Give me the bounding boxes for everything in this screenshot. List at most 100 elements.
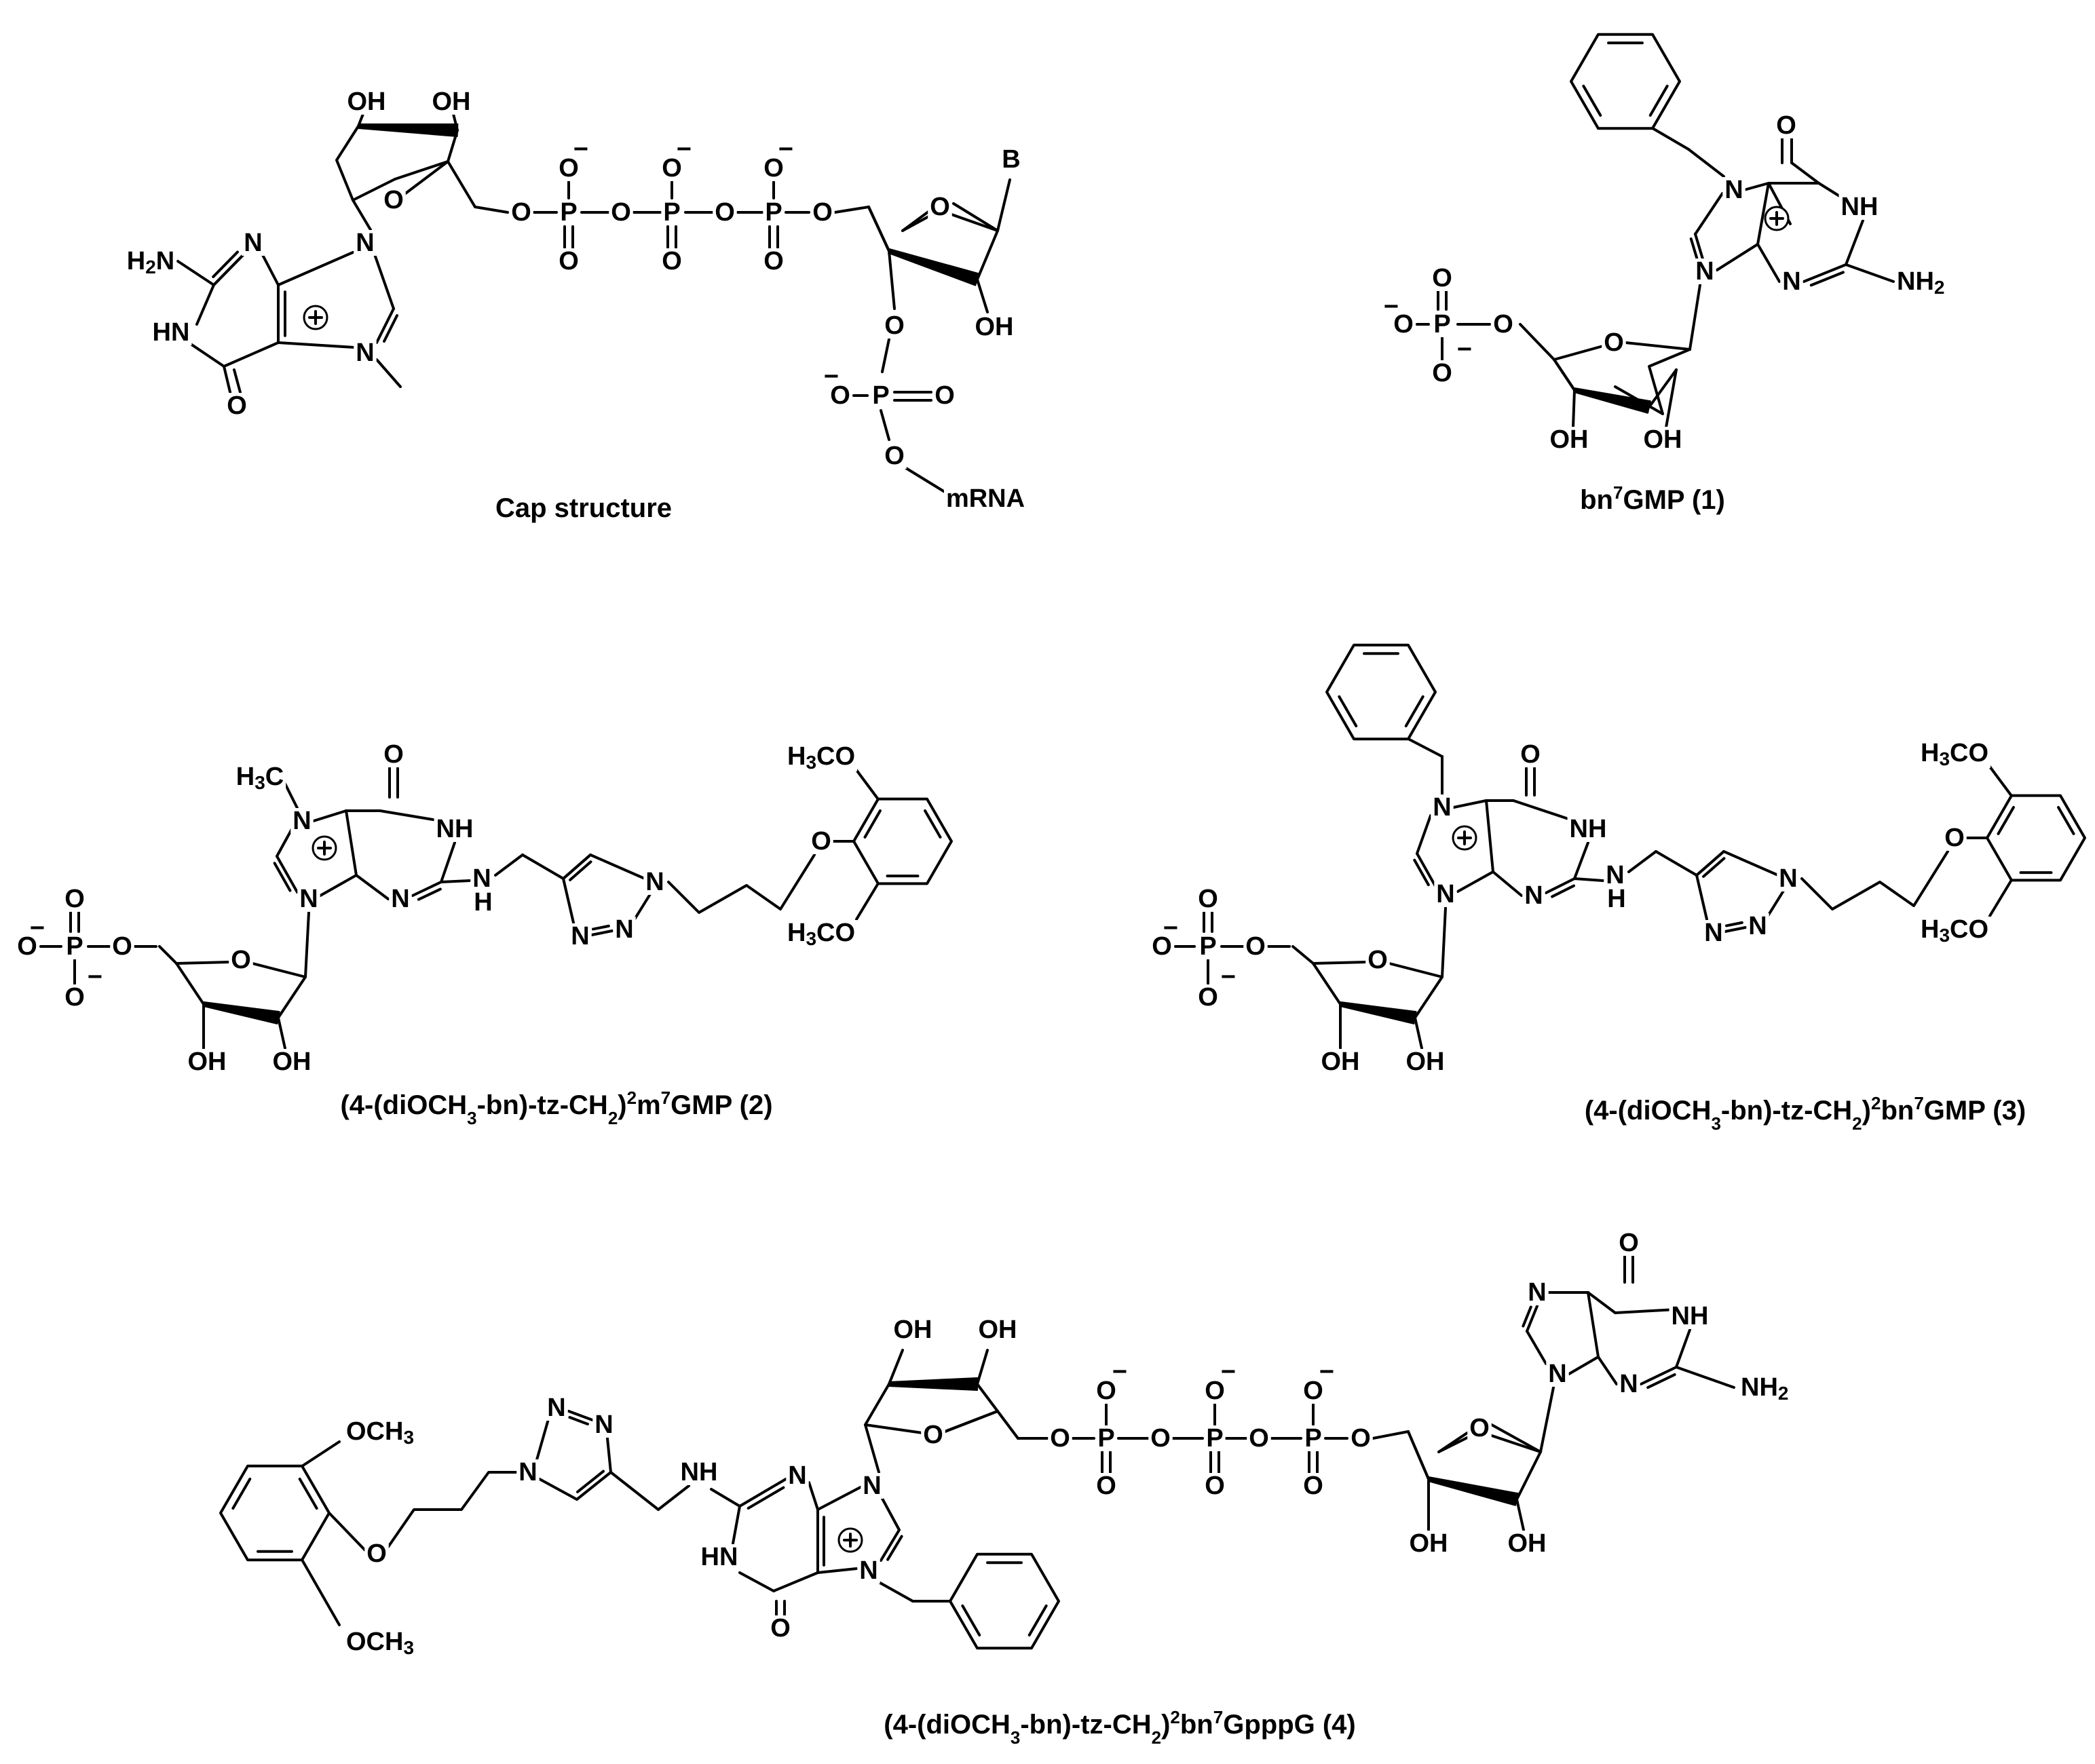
c2-o-double: O bbox=[62, 885, 87, 913]
cap-oh-3: OH bbox=[430, 88, 473, 116]
c4-bridge-o-2: O bbox=[1247, 1424, 1271, 1453]
bond-123 bbox=[1407, 737, 1443, 758]
svg-text:N: N bbox=[292, 807, 311, 835]
c4-o5: O bbox=[1048, 1424, 1072, 1453]
svg-text:O: O bbox=[930, 193, 950, 221]
c4-g-nh1: NH bbox=[1669, 1302, 1711, 1330]
bond-inner bbox=[576, 1470, 605, 1493]
svg-text:−: − bbox=[30, 914, 45, 942]
bond-inner bbox=[747, 1486, 785, 1510]
bond-52 bbox=[1651, 127, 1690, 151]
svg-text:N: N bbox=[1548, 1360, 1566, 1388]
c3-n9: N bbox=[1434, 880, 1457, 908]
bond-84 bbox=[284, 782, 300, 812]
cap-phosphate-o-minus-2: O bbox=[660, 154, 684, 183]
bond-156 bbox=[1291, 945, 1315, 965]
bond-path-169 bbox=[538, 1437, 612, 1501]
bond-43 bbox=[996, 178, 1011, 232]
svg-text:N: N bbox=[1528, 1278, 1546, 1307]
bond-125 bbox=[1452, 799, 1488, 809]
c4-phosphate-o-double-2: O bbox=[1203, 1472, 1227, 1500]
bond-152 bbox=[1388, 962, 1443, 978]
benzene-ring bbox=[1325, 643, 1437, 741]
svg-text:B: B bbox=[1002, 145, 1020, 174]
bond-147 bbox=[1988, 765, 2013, 797]
svg-text:O: O bbox=[1249, 1424, 1269, 1453]
svg-text:O: O bbox=[1619, 1229, 1639, 1257]
svg-text:O: O bbox=[1604, 328, 1624, 357]
c2-o-minus-left: O bbox=[15, 932, 39, 961]
bond-215 bbox=[1490, 1423, 1542, 1453]
bond-92 bbox=[440, 879, 471, 883]
bond-184 bbox=[880, 1495, 901, 1531]
svg-text:P: P bbox=[872, 381, 889, 410]
svg-text:N: N bbox=[244, 229, 262, 257]
svg-text:OH: OH bbox=[1644, 425, 1682, 454]
svg-text:O: O bbox=[1493, 310, 1513, 339]
c2-amine-h: H bbox=[472, 888, 495, 917]
svg-text:O: O bbox=[1944, 824, 1965, 852]
bond-188 bbox=[864, 1423, 880, 1474]
bond-40 bbox=[867, 206, 890, 252]
bond-1 bbox=[212, 251, 247, 286]
wedge-bond-75 bbox=[1573, 387, 1651, 414]
svg-text:N: N bbox=[299, 885, 318, 913]
cap-mrna: mRNA bbox=[943, 484, 1027, 513]
bond-186 bbox=[877, 1581, 914, 1603]
bond-137 bbox=[1416, 852, 1437, 887]
svg-text:N: N bbox=[859, 1556, 877, 1585]
bond-155 bbox=[1414, 1016, 1423, 1050]
bond-inner bbox=[569, 860, 592, 881]
svg-text:N: N bbox=[615, 915, 633, 944]
bond-11 bbox=[375, 358, 402, 388]
c2-tz-n3: N bbox=[569, 922, 592, 951]
svg-text:OCH3: OCH3 bbox=[346, 1628, 414, 1658]
svg-text:O: O bbox=[1205, 1377, 1225, 1405]
bond-inner bbox=[383, 314, 399, 343]
wedge-bond-151 bbox=[1339, 1001, 1417, 1024]
svg-text:N: N bbox=[571, 922, 589, 951]
bond-51 bbox=[905, 467, 946, 493]
bond-77 bbox=[1665, 368, 1678, 429]
svg-text:O: O bbox=[559, 154, 579, 183]
bond-109 bbox=[304, 911, 310, 978]
svg-text:O: O bbox=[383, 740, 404, 769]
svg-text:N: N bbox=[1782, 267, 1800, 296]
bond-179 bbox=[772, 1571, 819, 1592]
svg-text:H3CO: H3CO bbox=[787, 919, 855, 949]
svg-text:H: H bbox=[1607, 885, 1625, 913]
cap-o3p-minus: O bbox=[828, 381, 852, 410]
bond-216 bbox=[1437, 1432, 1469, 1453]
c4-n7: N bbox=[857, 1556, 880, 1585]
c2-o-minus-bottom: O bbox=[62, 983, 87, 1012]
bond-165 bbox=[328, 1512, 366, 1552]
negative-charge: − bbox=[1112, 1358, 1127, 1386]
svg-text:−: − bbox=[1163, 914, 1178, 942]
c1-o-minus-left: O bbox=[1391, 310, 1416, 339]
svg-text:O: O bbox=[662, 154, 682, 183]
bond-inner bbox=[1809, 271, 1845, 287]
caption-c1: bn7GMP (1) bbox=[1580, 482, 1725, 515]
svg-text:O: O bbox=[1050, 1424, 1070, 1453]
c4-oh-2b: OH bbox=[1505, 1529, 1549, 1558]
bond-228 bbox=[1640, 1366, 1678, 1385]
svg-text:P: P bbox=[560, 198, 577, 227]
bond-4 bbox=[223, 341, 280, 368]
svg-text:O: O bbox=[884, 311, 905, 340]
bond-214 bbox=[1407, 1430, 1430, 1480]
cap-phosphorus-3prime: P bbox=[870, 381, 892, 410]
bond-148 bbox=[1988, 879, 2013, 917]
bond-path-0 bbox=[176, 251, 247, 286]
bond-68 bbox=[1756, 182, 1770, 246]
wedge-bond-39 bbox=[888, 248, 980, 286]
cap-bridge-o-1: O bbox=[609, 198, 633, 227]
bond-130 bbox=[1573, 841, 1589, 880]
bond-inner bbox=[417, 887, 442, 901]
bond-171 bbox=[609, 1471, 660, 1511]
svg-text:O: O bbox=[830, 381, 850, 410]
cap-o3: O bbox=[882, 311, 907, 340]
svg-text:P: P bbox=[663, 198, 680, 227]
caption-cap: Cap structure bbox=[495, 493, 672, 523]
svg-text:NH: NH bbox=[1672, 1302, 1709, 1330]
